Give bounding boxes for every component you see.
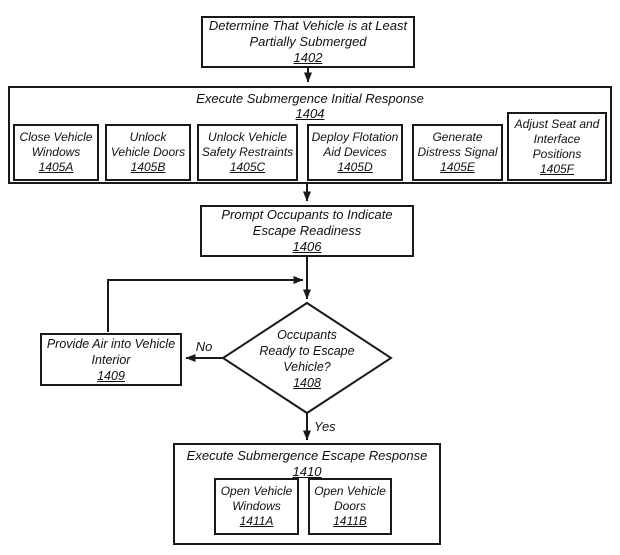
node-determine-ref: 1402: [293, 50, 323, 65]
node-adjust-seat-line1: Adjust Seat and: [514, 116, 600, 131]
node-provide-air-line2: Interior: [91, 352, 131, 367]
node-open-windows-line2: Windows: [232, 499, 281, 513]
node-open-windows-line1: Open Vehicle: [220, 484, 293, 498]
node-open-windows: Open Vehicle Windows 1411A: [214, 478, 299, 535]
node-distress-signal-line1: Generate: [432, 130, 483, 144]
node-decision-text: Occupants Ready to Escape Vehicle? 1408: [227, 327, 387, 391]
node-unlock-doors-line2: Vehicle Doors: [110, 145, 186, 159]
node-adjust-seat-ref: 1405F: [539, 161, 575, 176]
decision-diamond-shape: [221, 301, 393, 415]
node-close-windows-line1: Close Vehicle: [19, 130, 93, 144]
node-prompt-line2: Escape Readiness: [252, 223, 362, 238]
node-open-doors: Open Vehicle Doors 1411B: [308, 478, 392, 535]
edge-label-no: No: [195, 339, 213, 354]
node-initial-response: Execute Submergence Initial Response 140…: [8, 86, 612, 184]
node-decision-line3: Vehicle?: [283, 360, 331, 374]
node-decision-ref: 1408: [293, 376, 321, 390]
node-adjust-seat: Adjust Seat and Interface Positions 1405…: [507, 112, 607, 181]
node-decision-line2: Ready to Escape: [259, 344, 355, 358]
node-prompt-ref: 1406: [292, 239, 322, 254]
node-initial-response-ref: 1404: [295, 106, 325, 121]
node-distress-signal-line2: Distress Signal: [417, 145, 498, 159]
node-determine-submerged: Determine That Vehicle is at Least Parti…: [201, 16, 415, 68]
node-provide-air-ref: 1409: [97, 368, 125, 383]
node-initial-response-title: Execute Submergence Initial Response: [196, 91, 424, 106]
node-unlock-doors: Unlock Vehicle Doors 1405B: [105, 124, 191, 181]
node-prompt-line1: Prompt Occupants to Indicate: [221, 207, 393, 222]
node-provide-air: Provide Air into Vehicle Interior 1409: [40, 333, 182, 386]
node-deploy-flotation: Deploy Flotation Aid Devices 1405D: [307, 124, 403, 181]
node-escape-response: Execute Submergence Escape Response 1410…: [173, 443, 441, 545]
node-determine-line2: Partially Submerged: [249, 34, 367, 49]
node-open-doors-line1: Open Vehicle: [314, 484, 386, 498]
node-open-windows-ref: 1411A: [239, 514, 274, 528]
node-unlock-doors-ref: 1405B: [130, 160, 166, 174]
node-unlock-restraints: Unlock Vehicle Safety Restraints 1405C: [197, 124, 298, 181]
node-unlock-restraints-line1: Unlock Vehicle: [208, 130, 287, 144]
node-prompt-occupants: Prompt Occupants to Indicate Escape Read…: [200, 205, 414, 257]
node-unlock-restraints-line2: Safety Restraints: [201, 145, 294, 159]
node-unlock-restraints-ref: 1405C: [229, 160, 266, 174]
node-unlock-doors-line1: Unlock: [129, 130, 167, 144]
node-distress-signal-ref: 1405E: [440, 160, 475, 174]
node-provide-air-line1: Provide Air into Vehicle: [46, 336, 176, 351]
node-determine-line1: Determine That Vehicle is at Least: [208, 18, 408, 33]
node-escape-response-title: Execute Submergence Escape Response: [186, 448, 428, 463]
node-open-doors-ref: 1411B: [333, 514, 367, 528]
node-close-windows-ref: 1405A: [38, 160, 74, 174]
node-close-windows: Close Vehicle Windows 1405A: [13, 124, 99, 181]
node-adjust-seat-line3: Positions: [532, 146, 582, 161]
edge-label-yes: Yes: [314, 419, 336, 434]
node-open-doors-line2: Doors: [333, 499, 366, 513]
node-close-windows-line2: Windows: [31, 145, 81, 159]
node-distress-signal: Generate Distress Signal 1405E: [412, 124, 503, 181]
node-escape-response-ref: 1410: [292, 464, 322, 479]
node-deploy-flotation-line2: Aid Devices: [323, 145, 387, 159]
node-adjust-seat-line2: Interface: [533, 131, 581, 146]
node-decision-line1: Occupants: [277, 328, 337, 342]
node-deploy-flotation-ref: 1405D: [337, 160, 373, 174]
node-deploy-flotation-line1: Deploy Flotation: [311, 130, 399, 144]
